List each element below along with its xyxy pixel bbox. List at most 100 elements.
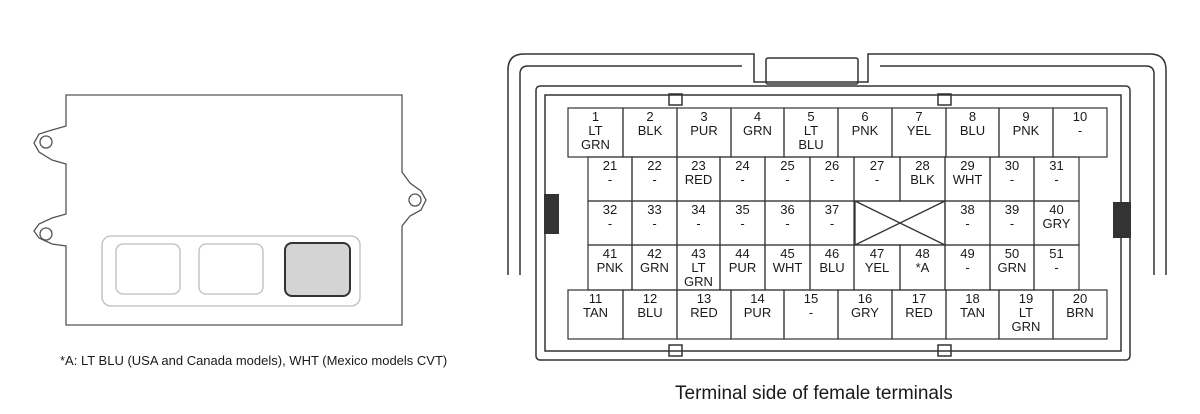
terminal-color-17: RED bbox=[905, 305, 932, 320]
terminal-color-43: LT bbox=[691, 260, 705, 275]
terminal-color-50: GRN bbox=[998, 260, 1027, 275]
terminal-color-27: - bbox=[875, 172, 879, 187]
terminal-color-46: BLU bbox=[819, 260, 844, 275]
terminal-number-8: 8 bbox=[969, 109, 976, 124]
terminal-number-2: 2 bbox=[646, 109, 653, 124]
terminal-color-40: GRY bbox=[1043, 216, 1071, 231]
terminal-number-34: 34 bbox=[691, 202, 705, 217]
terminal-color-33: - bbox=[652, 216, 656, 231]
terminal-color-14: PUR bbox=[744, 305, 771, 320]
terminal-number-29: 29 bbox=[960, 158, 974, 173]
terminal-color-51: - bbox=[1054, 260, 1058, 275]
terminal-color-8: BLU bbox=[960, 123, 985, 138]
terminal-color-25: - bbox=[785, 172, 789, 187]
terminal-cell-20 bbox=[1052, 289, 1108, 340]
terminal-number-49: 49 bbox=[960, 246, 974, 261]
terminal-number-12: 12 bbox=[643, 291, 657, 306]
terminal-number-42: 42 bbox=[647, 246, 661, 261]
terminal-number-41: 41 bbox=[603, 246, 617, 261]
terminal-number-3: 3 bbox=[700, 109, 707, 124]
terminal-number-14: 14 bbox=[750, 291, 764, 306]
terminal-color-34: - bbox=[696, 216, 700, 231]
terminal-color-19: GRN bbox=[1012, 319, 1041, 334]
terminal-number-20: 20 bbox=[1073, 291, 1087, 306]
terminal-number-31: 31 bbox=[1049, 158, 1063, 173]
terminal-color-39: - bbox=[1010, 216, 1014, 231]
terminal-color-11: TAN bbox=[583, 305, 608, 320]
terminal-number-26: 26 bbox=[825, 158, 839, 173]
terminal-number-50: 50 bbox=[1005, 246, 1019, 261]
terminal-number-48: 48 bbox=[915, 246, 929, 261]
terminal-color-35: - bbox=[740, 216, 744, 231]
terminal-number-9: 9 bbox=[1022, 109, 1029, 124]
terminal-number-13: 13 bbox=[697, 291, 711, 306]
terminal-color-16: GRY bbox=[851, 305, 879, 320]
terminal-color-20: BRN bbox=[1066, 305, 1093, 320]
terminal-number-1: 1 bbox=[592, 109, 599, 124]
terminal-number-33: 33 bbox=[647, 202, 661, 217]
terminal-number-36: 36 bbox=[780, 202, 794, 217]
terminal-number-28: 28 bbox=[915, 158, 929, 173]
terminal-number-35: 35 bbox=[735, 202, 749, 217]
terminal-color-5: BLU bbox=[798, 137, 823, 152]
terminal-number-44: 44 bbox=[735, 246, 749, 261]
terminal-color-45: WHT bbox=[773, 260, 803, 275]
terminal-color-10: - bbox=[1078, 123, 1082, 138]
terminal-color-43: GRN bbox=[684, 274, 713, 289]
terminal-color-7: YEL bbox=[907, 123, 932, 138]
terminal-color-15: - bbox=[809, 305, 813, 320]
terminal-color-18: TAN bbox=[960, 305, 985, 320]
terminal-number-39: 39 bbox=[1005, 202, 1019, 217]
terminal-color-9: PNK bbox=[1013, 123, 1040, 138]
terminal-number-19: 19 bbox=[1019, 291, 1033, 306]
terminal-color-24: - bbox=[740, 172, 744, 187]
terminal-color-44: PUR bbox=[729, 260, 756, 275]
terminal-color-37: - bbox=[830, 216, 834, 231]
terminal-number-22: 22 bbox=[647, 158, 661, 173]
terminal-cells: 1LTGRN2BLK3PUR4GRN5LTBLU6PNK7YEL8BLU9PNK… bbox=[567, 107, 1108, 340]
ecu-housing bbox=[33, 94, 427, 326]
terminal-color-28: BLK bbox=[910, 172, 935, 187]
terminal-color-2: BLK bbox=[638, 123, 663, 138]
terminal-number-38: 38 bbox=[960, 202, 974, 217]
terminal-number-21: 21 bbox=[603, 158, 617, 173]
terminal-number-7: 7 bbox=[915, 109, 922, 124]
terminal-number-51: 51 bbox=[1049, 246, 1063, 261]
terminal-color-32: - bbox=[608, 216, 612, 231]
terminal-color-22: - bbox=[652, 172, 656, 187]
terminal-number-32: 32 bbox=[603, 202, 617, 217]
terminal-number-10: 10 bbox=[1073, 109, 1087, 124]
terminal-color-42: GRN bbox=[640, 260, 669, 275]
terminal-color-21: - bbox=[608, 172, 612, 187]
terminal-number-24: 24 bbox=[735, 158, 749, 173]
terminal-cell-10 bbox=[1052, 107, 1108, 158]
ecu-connector-slot-highlighted bbox=[284, 242, 351, 297]
blank-cavity-mark bbox=[854, 200, 946, 246]
ecu-connector-slot-2 bbox=[198, 243, 264, 295]
terminal-color-6: PNK bbox=[852, 123, 879, 138]
terminal-number-11: 11 bbox=[589, 291, 603, 306]
terminal-color-23: RED bbox=[685, 172, 712, 187]
terminal-color-30: - bbox=[1010, 172, 1014, 187]
terminal-color-31: - bbox=[1054, 172, 1058, 187]
terminal-number-17: 17 bbox=[912, 291, 926, 306]
terminal-number-30: 30 bbox=[1005, 158, 1019, 173]
terminal-number-47: 47 bbox=[870, 246, 884, 261]
terminal-number-37: 37 bbox=[825, 202, 839, 217]
terminal-color-1: GRN bbox=[581, 137, 610, 152]
terminal-color-26: - bbox=[830, 172, 834, 187]
terminal-number-6: 6 bbox=[861, 109, 868, 124]
terminal-color-3: PUR bbox=[690, 123, 717, 138]
caption: Terminal side of female terminals bbox=[675, 383, 953, 404]
terminal-number-40: 40 bbox=[1049, 202, 1063, 217]
terminal-color-19: LT bbox=[1019, 305, 1033, 320]
terminal-color-29: WHT bbox=[953, 172, 983, 187]
terminal-color-12: BLU bbox=[637, 305, 662, 320]
terminal-color-41: PNK bbox=[597, 260, 624, 275]
terminal-number-25: 25 bbox=[780, 158, 794, 173]
locking-tab-left bbox=[544, 194, 559, 234]
locking-tab-right bbox=[1113, 202, 1131, 238]
terminal-color-13: RED bbox=[690, 305, 717, 320]
terminal-number-23: 23 bbox=[691, 158, 705, 173]
terminal-number-45: 45 bbox=[780, 246, 794, 261]
